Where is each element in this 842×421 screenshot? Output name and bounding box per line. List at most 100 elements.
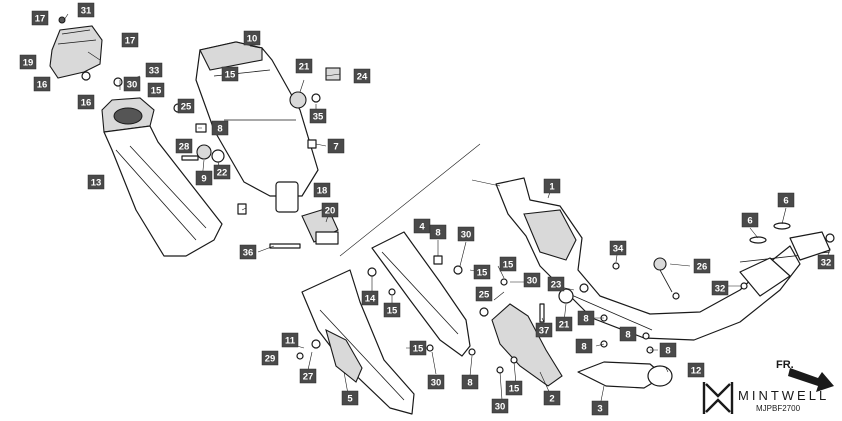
part-callout-19: 19 [19, 54, 37, 70]
callout-box [491, 398, 509, 414]
callout-box [505, 380, 523, 396]
callout-number: 16 [81, 98, 92, 109]
callout-number: 2 [549, 394, 554, 405]
callout-number: 30 [495, 402, 506, 413]
callout-box [261, 350, 279, 366]
callout-box [535, 322, 553, 338]
part-callout-8: 8 [659, 342, 677, 358]
callout-number: 15 [503, 260, 514, 271]
callout-number: 30 [431, 378, 442, 389]
link-pipe [577, 361, 673, 389]
callout-box [299, 368, 317, 384]
callout-number: 36 [243, 248, 254, 259]
end-cap-cover [49, 25, 103, 79]
part-callout-15: 15 [383, 302, 401, 318]
callout-box [327, 138, 345, 154]
callout-number: 4 [419, 222, 425, 233]
callout-box [295, 58, 313, 74]
callout-number: 10 [247, 34, 258, 45]
callout-number: 15 [509, 384, 520, 395]
callout-box [461, 374, 479, 390]
callout-number: 27 [303, 372, 314, 383]
part-callout-15: 15 [499, 256, 517, 272]
callout-box [475, 286, 493, 302]
callout-number: 15 [225, 70, 236, 81]
brand-name: MINTWELL [738, 388, 829, 403]
part-callout-27: 27 [299, 368, 317, 384]
callout-number: 30 [527, 276, 538, 287]
callout-number: 5 [347, 394, 353, 405]
callout-number: 15 [151, 86, 162, 97]
callout-box [427, 374, 445, 390]
part-callout-34: 34 [609, 240, 627, 256]
callout-number: 20 [325, 206, 336, 217]
callout-number: 35 [313, 112, 324, 123]
part-callout-25: 25 [177, 98, 195, 114]
callout-box [499, 256, 517, 272]
part-callout-16: 16 [77, 94, 95, 110]
callout-box [473, 264, 491, 280]
callout-number: 6 [783, 196, 788, 207]
callout-box [221, 66, 239, 82]
callout-number: 15 [387, 306, 398, 317]
part-callout-14: 14 [361, 290, 379, 306]
callout-number: 8 [467, 378, 472, 389]
callout-number: 33 [149, 66, 160, 77]
part-callout-13: 13 [87, 174, 105, 190]
callout-number: 21 [299, 62, 310, 73]
part-callout-28: 28 [175, 138, 193, 154]
part-callout-21: 21 [555, 316, 573, 332]
front-direction-arrow-icon [788, 368, 834, 392]
part-callout-30: 30 [523, 272, 541, 288]
hardware-fasteners [58, 16, 835, 374]
callout-number: 1 [549, 182, 555, 193]
callout-box [817, 254, 835, 270]
callout-box [87, 174, 105, 190]
callout-number: 14 [365, 294, 376, 305]
callout-box [547, 276, 565, 292]
callout-box [543, 178, 561, 194]
part-callout-22: 22 [213, 164, 231, 180]
callout-number: 37 [539, 326, 550, 337]
callout-number: 23 [551, 280, 562, 291]
part-callout-8: 8 [461, 374, 479, 390]
part-callout-32: 32 [711, 280, 729, 296]
part-callout-9: 9 [195, 170, 213, 186]
part-callout-16: 16 [33, 76, 51, 92]
callout-box [31, 10, 49, 26]
callout-number: 17 [35, 14, 46, 25]
callout-box [33, 76, 51, 92]
callout-number: 11 [285, 336, 296, 347]
callout-number: 15 [477, 268, 488, 279]
part-callout-8: 8 [619, 326, 637, 342]
brand-logo-icon [702, 382, 734, 414]
part-callout-30: 30 [491, 398, 509, 414]
callout-number: 8 [625, 330, 630, 341]
part-callout-30: 30 [457, 226, 475, 242]
callout-box [353, 68, 371, 84]
callout-box [175, 138, 193, 154]
callout-number: 25 [181, 102, 192, 113]
callout-box [429, 224, 447, 240]
part-callout-18: 18 [313, 182, 331, 198]
part-callout-15: 15 [221, 66, 239, 82]
callout-number: 8 [217, 124, 222, 135]
part-callout-8: 8 [211, 120, 229, 136]
part-callout-8: 8 [577, 310, 595, 326]
callout-box [121, 32, 139, 48]
callout-box [243, 30, 261, 46]
heat-shield-inner [325, 328, 363, 383]
header-collector [495, 177, 831, 341]
callout-number: 32 [715, 284, 726, 295]
callout-number: 30 [127, 80, 138, 91]
heat-shield-middle [371, 231, 471, 357]
callout-number: 16 [37, 80, 48, 91]
callout-box [591, 400, 609, 416]
part-callout-15: 15 [147, 82, 165, 98]
callout-box [77, 94, 95, 110]
callout-number: 34 [613, 244, 624, 255]
callout-box [239, 244, 257, 260]
callout-box [123, 76, 141, 92]
part-callout-30: 30 [123, 76, 141, 92]
